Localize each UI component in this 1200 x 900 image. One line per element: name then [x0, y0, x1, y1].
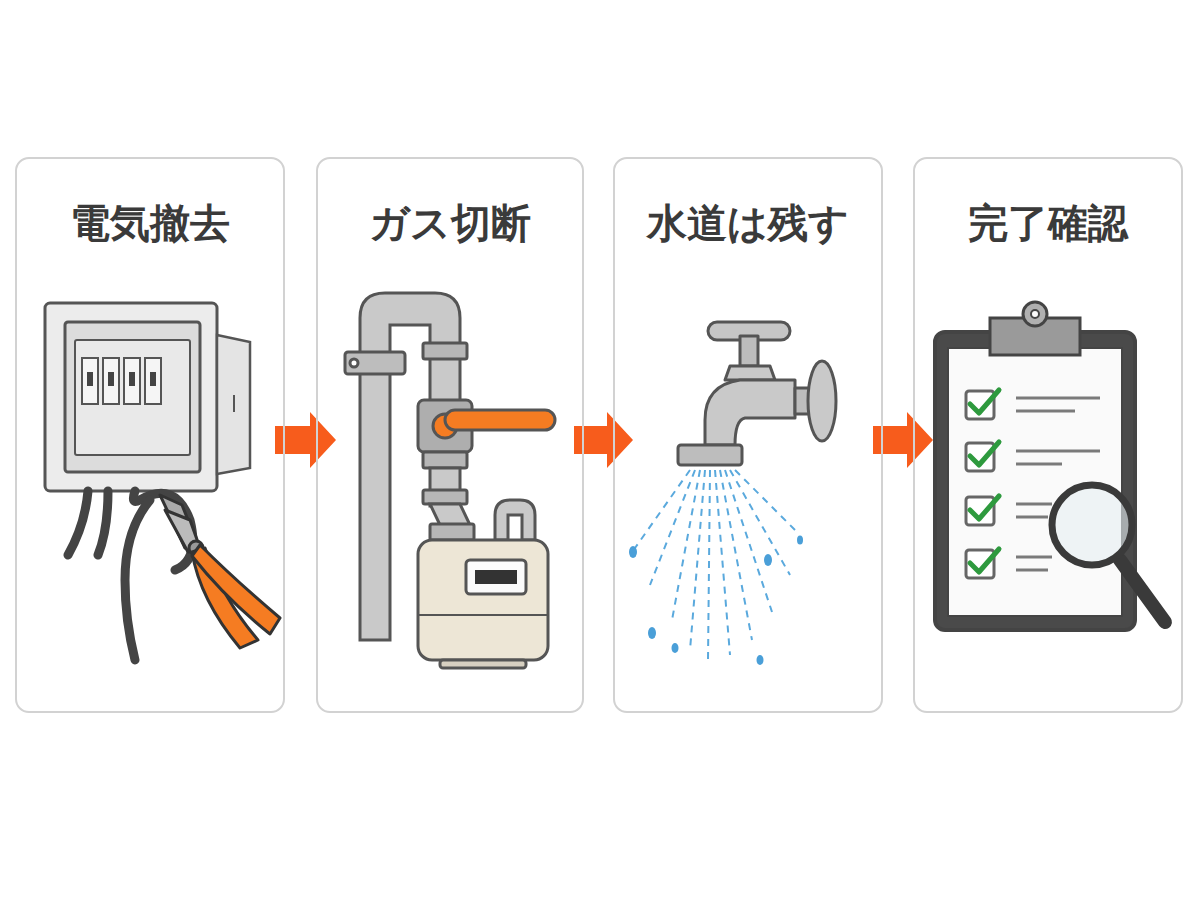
step-panel: 水道は残す	[613, 157, 883, 713]
step-panel: 電気撤去	[15, 157, 285, 713]
magnifier	[1052, 485, 1165, 622]
step-panel: ガス切断	[316, 157, 584, 713]
step-title: 電気撤去	[17, 199, 283, 247]
water-faucet	[678, 322, 836, 465]
step-title: 水道は残す	[615, 199, 881, 247]
clipboard	[935, 302, 1135, 630]
step-title: ガス切断	[318, 199, 582, 247]
gas-meter	[418, 540, 548, 668]
step-title: 完了確認	[915, 199, 1181, 247]
breaker-box	[45, 303, 250, 491]
pliers	[160, 495, 280, 648]
step-panel: 完了確認	[913, 157, 1183, 713]
water-drops	[629, 536, 803, 666]
water-spray	[635, 470, 795, 660]
